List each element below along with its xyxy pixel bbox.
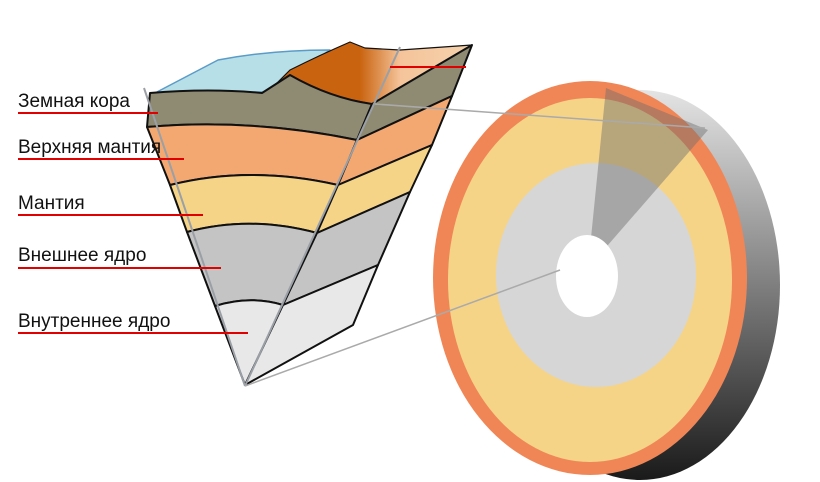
sphere-inner-core xyxy=(556,235,618,317)
wedge-left-edge xyxy=(143,87,246,387)
sphere-cut-wedge xyxy=(588,88,708,268)
wedge-cross-section xyxy=(143,41,473,387)
label-inner-core: Внутреннее ядро xyxy=(18,311,171,332)
projection-line-top xyxy=(374,103,706,129)
earth-sphere xyxy=(433,81,780,480)
label-mantle: Мантия xyxy=(18,193,85,214)
label-upper-mantle: Верхняя мантия xyxy=(18,137,162,158)
wedge-middle-edge xyxy=(244,46,401,387)
projection-line-bottom xyxy=(244,269,561,387)
ocean-layer xyxy=(154,49,331,94)
label-crust: Земная кора xyxy=(18,91,130,112)
leader-lines xyxy=(18,66,466,334)
label-outer-core: Внешнее ядро xyxy=(18,245,147,266)
